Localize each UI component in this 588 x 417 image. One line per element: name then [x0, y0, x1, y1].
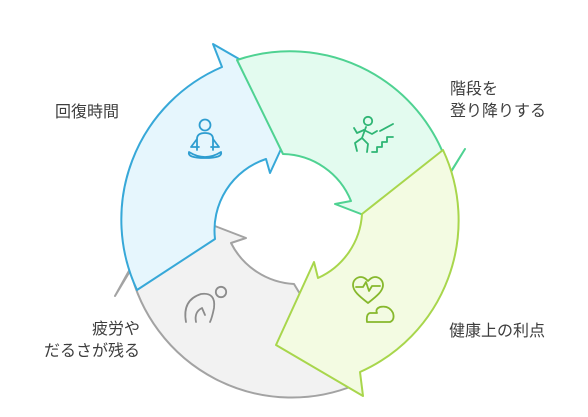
- label-fatigue-line-1: 疲労や: [91, 319, 140, 338]
- heart-muscle-icon: [352, 276, 395, 323]
- stairs-climber-icon: [353, 115, 394, 153]
- segment-health: [275, 149, 460, 397]
- meditation-icon: [187, 118, 223, 159]
- label-recovery: 回復時間: [55, 101, 119, 123]
- label-stairs-line-1: 階段を: [450, 79, 499, 98]
- label-recovery-line-1: 回復時間: [55, 102, 120, 121]
- label-fatigue: 疲労や だるさが残る: [9, 318, 140, 362]
- label-fatigue-line-2: だるさが残る: [43, 341, 140, 360]
- tired-person-icon: [184, 285, 228, 323]
- label-stairs: 階段を 登り降りする: [450, 78, 546, 122]
- label-health-line-1: 健康上の利点: [449, 321, 546, 340]
- label-stairs-line-2: 登り降りする: [450, 101, 547, 120]
- label-health: 健康上の利点: [449, 320, 545, 342]
